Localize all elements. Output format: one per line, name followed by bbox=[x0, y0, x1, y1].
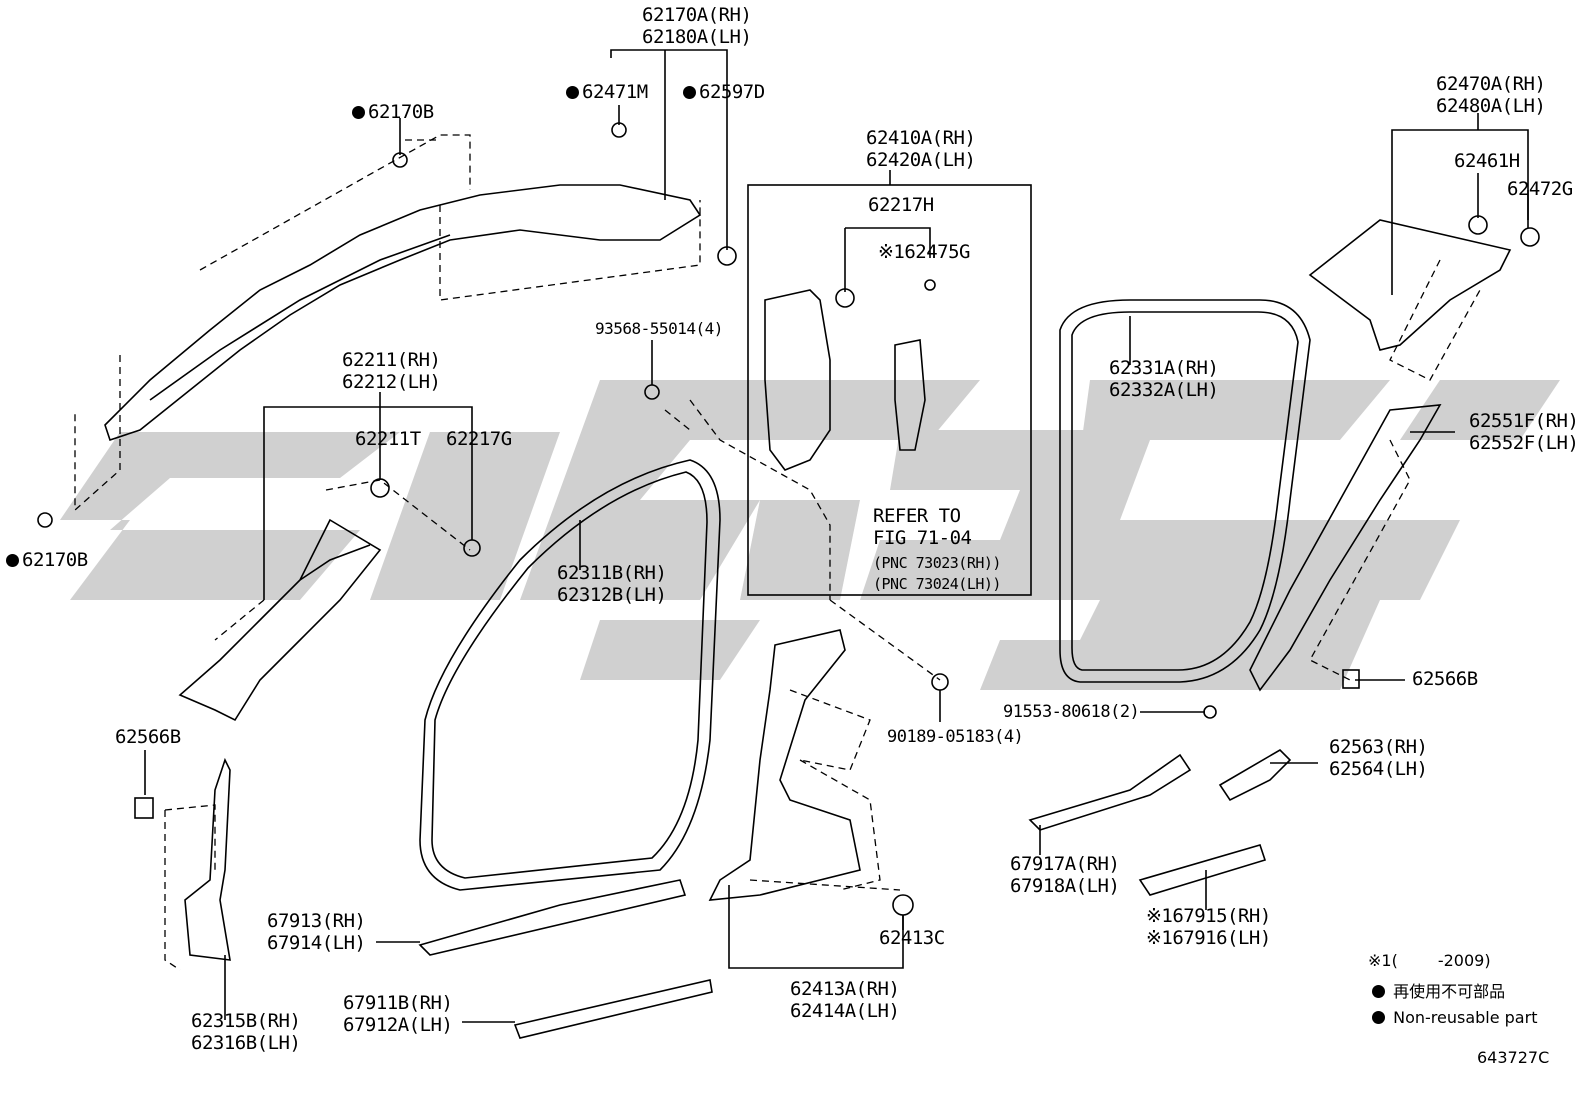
label-67917a: 67917A(RH) bbox=[1010, 853, 1120, 875]
label-62420a: 62420A(LH) bbox=[866, 149, 976, 171]
label-62566b-right: 62566B bbox=[1412, 668, 1478, 690]
label-62471m: 62471M bbox=[566, 81, 648, 103]
label-62413a: 62413A(RH) bbox=[790, 978, 900, 1000]
label-62480a: 62480A(LH) bbox=[1436, 95, 1546, 117]
label-62332a: 62332A(LH) bbox=[1109, 379, 1219, 401]
label-62180a: 62180A(LH) bbox=[642, 26, 752, 48]
label-62217g: 62217G bbox=[446, 428, 512, 450]
label-62552f: 62552F(LH) bbox=[1469, 432, 1579, 454]
non-reusable-dot-icon bbox=[683, 86, 696, 99]
label-91553: 91553-80618(2) bbox=[1003, 702, 1140, 722]
bracket-62413a bbox=[728, 885, 904, 969]
label-67916: ※167916(LH) bbox=[1146, 927, 1271, 949]
label-67915: ※167915(RH) bbox=[1146, 905, 1271, 927]
label-62470a: 62470A(RH) bbox=[1436, 73, 1546, 95]
label-62217h: 62217H bbox=[868, 194, 934, 216]
label-62212: 62212(LH) bbox=[342, 371, 441, 393]
figure-id: 643727C bbox=[1477, 1048, 1550, 1067]
label-67913: 67913(RH) bbox=[267, 910, 366, 932]
label-93568: 93568-55014(4) bbox=[595, 319, 723, 338]
label-62311b: 62311B(RH) bbox=[557, 562, 667, 584]
label-62316b: 62316B(LH) bbox=[191, 1032, 301, 1054]
label-67914: 67914(LH) bbox=[267, 932, 366, 954]
label-62312b: 62312B(LH) bbox=[557, 584, 667, 606]
label-62315b: 62315B(RH) bbox=[191, 1010, 301, 1032]
label-62211: 62211(RH) bbox=[342, 349, 441, 371]
legend-note-1: ※1(-2009) bbox=[1368, 951, 1491, 970]
non-reusable-dot-icon bbox=[1372, 1011, 1385, 1024]
label-67911b: 67911B(RH) bbox=[343, 992, 453, 1014]
label-62170a: 62170A(RH) bbox=[642, 4, 752, 26]
label-62413c: 62413C bbox=[879, 927, 945, 949]
non-reusable-dot-icon bbox=[566, 86, 579, 99]
non-reusable-dot-icon bbox=[6, 554, 19, 567]
pnc-73024-text: (PNC 73024(LH)) bbox=[873, 575, 1001, 593]
label-62597d: 62597D bbox=[683, 81, 765, 103]
label-67912a: 67912A(LH) bbox=[343, 1014, 453, 1036]
refer-to-text: REFER TO bbox=[873, 505, 961, 527]
label-62170b-left: 62170B bbox=[6, 549, 88, 571]
non-reusable-dot-icon bbox=[1372, 985, 1385, 998]
refer-fig-text: FIG 71-04 bbox=[873, 527, 972, 549]
label-62551f: 62551F(RH) bbox=[1469, 410, 1579, 432]
label-62472g: 62472G bbox=[1507, 178, 1573, 200]
label-90189: 90189-05183(4) bbox=[887, 727, 1024, 747]
pnc-73023-text: (PNC 73023(RH)) bbox=[873, 554, 1001, 572]
label-62475g: ※162475G bbox=[878, 241, 970, 263]
label-62563: 62563(RH) bbox=[1329, 736, 1428, 758]
label-62566b-left: 62566B bbox=[115, 726, 181, 748]
non-reusable-dot-icon bbox=[352, 106, 365, 119]
watermark-logo bbox=[60, 380, 1560, 690]
legend-nonreusable-ja: 再使用不可部品 bbox=[1372, 982, 1505, 1002]
label-62170b-top: 62170B bbox=[352, 101, 434, 123]
label-62211t: 62211T bbox=[355, 428, 421, 450]
label-62564: 62564(LH) bbox=[1329, 758, 1428, 780]
label-62414a: 62414A(LH) bbox=[790, 1000, 900, 1022]
bracket-62211 bbox=[263, 406, 473, 600]
label-67918a: 67918A(LH) bbox=[1010, 875, 1120, 897]
bracket-62470a bbox=[1391, 129, 1529, 295]
legend-nonreusable-en: Non-reusable part bbox=[1372, 1008, 1537, 1028]
label-62410a: 62410A(RH) bbox=[866, 127, 976, 149]
label-62461h: 62461H bbox=[1454, 150, 1520, 172]
label-62331a: 62331A(RH) bbox=[1109, 357, 1219, 379]
